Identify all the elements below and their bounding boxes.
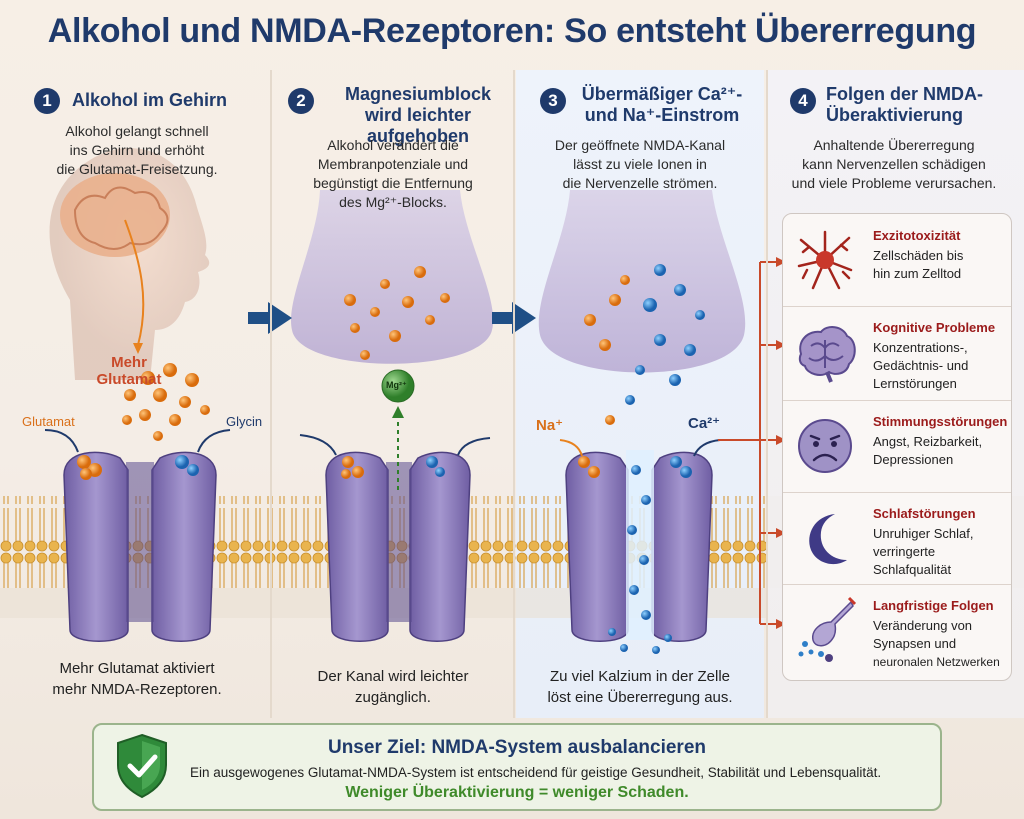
goal-conclusion: Weniger Überaktivierung = weniger Schade… [345,784,689,801]
calcium-label: Ca²⁺ [688,415,721,432]
head-with-brain [49,148,210,380]
panel-summary: Der Kanal wird leichter zugänglich. [317,668,469,706]
panel-alcohol-in-brain: 1 Alkohol im Gehirn Alkohol gelangt schn… [8,70,266,718]
presynaptic-terminal-2 [291,190,494,364]
consequence-title: Kognitive Probleme [873,320,996,335]
consequence-text: Konzentrations-, Gedächtnis- und Lernstö… [873,340,969,391]
brain-icon [798,326,856,383]
panel-divider [766,70,768,718]
consequence-item: Exzitotoxizität Zellschäden bis hin zum … [783,214,1011,307]
panel-summary: Mehr Glutamat aktiviert mehr NMDA-Rezept… [52,660,222,698]
more-glutamate-label: Mehr Glutamat [96,354,162,388]
step-number: 2 [288,88,314,114]
panel-description: Alkohol verändert die Membranpotenziale … [313,137,473,210]
neuron-icon [797,230,853,290]
panel-title: Folgen der NMDA- Überaktivierung [826,84,983,125]
goal-box: Unser Ziel: NMDA-System ausbalancieren E… [92,723,942,811]
consequence-item: Stimmungsstörungen Angst, Reizbarkeit, D… [783,400,1011,493]
panel-ion-influx: 3 Übermäßiger Ca²⁺- und Na⁺-Einstrom Der… [516,70,764,718]
moon-icon [809,514,847,565]
sodium-label: Na⁺ [536,417,564,434]
sad-face-icon [798,419,852,473]
panel-magnesium-block: 2 Magnesiumblock wird leichter aufgehobe… [276,70,510,718]
panel-header: 1 Alkohol im Gehirn [8,78,266,132]
panel-title: Magnesiumblock wird leichter aufgehoben [344,84,492,146]
panel-title: Alkohol im Gehirn [72,90,228,110]
flow-arrow-1 [248,302,292,334]
glutamate-label: Glutamat [22,414,75,429]
panel-divider [513,70,515,718]
shield-check-icon [117,733,167,799]
goal-title: Unser Ziel: NMDA-System ausbalancieren [327,737,706,758]
consequence-item: Kognitive Probleme Konzentrations-, Gedä… [783,306,1011,401]
step-number: 3 [540,88,566,114]
nmda-receptor-3 [559,439,721,654]
nmda-receptor-2 [299,369,491,642]
consequence-title: Stimmungsstörungen [873,414,1008,429]
panel-summary: Zu viel Kalzium in der Zelle löst eine Ü… [547,668,733,706]
step-number: 1 [34,88,60,114]
flow-arrow-2 [492,302,536,334]
consequence-text: Zellschäden bis hin zum Zelltod [873,248,964,281]
panel-consequences: 4 Folgen der NMDA- Überaktivierung Anhal… [768,70,1020,718]
consequence-text: Unruhiger Schlaf, verringerte Schlafqual… [873,526,974,577]
mg-label: Mg²⁺ [386,380,407,390]
panel-description: Der geöffnete NMDA-Kanal lässt zu viele … [554,137,726,191]
presynaptic-terminal-3 [538,190,746,425]
page-title: Alkohol und NMDA-Rezeptoren: So entsteht… [47,12,977,50]
consequence-connectors [718,261,778,625]
panel-header: 2 Magnesiumblock wird leichter aufgehobe… [276,78,510,146]
consequence-title: Exzitotoxizität [873,228,961,243]
consequence-title: Langfristige Folgen [873,598,994,613]
panel-description: Alkohol gelangt schnell ins Gehirn und e… [56,123,218,177]
consequence-text: Veränderung von Synapsen und neuronalen … [873,618,1000,669]
step-number: 4 [790,88,816,114]
consequence-title: Schlafstörungen [873,506,976,521]
nmda-receptor-1 [44,429,231,642]
connector-heads [776,257,786,629]
panel-header: 3 Übermäßiger Ca²⁺- und Na⁺-Einstrom [516,78,764,132]
panel-header: 4 Folgen der NMDA- Überaktivierung [768,78,1020,132]
consequence-list: Exzitotoxizität Zellschäden bis hin zum … [782,213,1012,681]
consequence-item: Schlafstörungen Unruhiger Schlaf, verrin… [783,492,1011,585]
consequence-item: Langfristige Folgen Veränderung von Syna… [783,584,1011,680]
glycine-label: Glycin [226,414,263,429]
synapse-icon [798,596,857,662]
consequence-text: Angst, Reizbarkeit, Depressionen [873,434,983,467]
mg-ion [381,369,415,403]
panel-divider [270,70,272,718]
panel-title: Übermäßiger Ca²⁺- und Na⁺-Einstrom [581,84,743,125]
goal-text: Ein ausgewogenes Glutamat-NMDA-System is… [190,765,882,780]
panel-description: Anhaltende Übererregung kann Nervenzelle… [791,137,997,191]
glutamate-cloud [122,363,210,441]
